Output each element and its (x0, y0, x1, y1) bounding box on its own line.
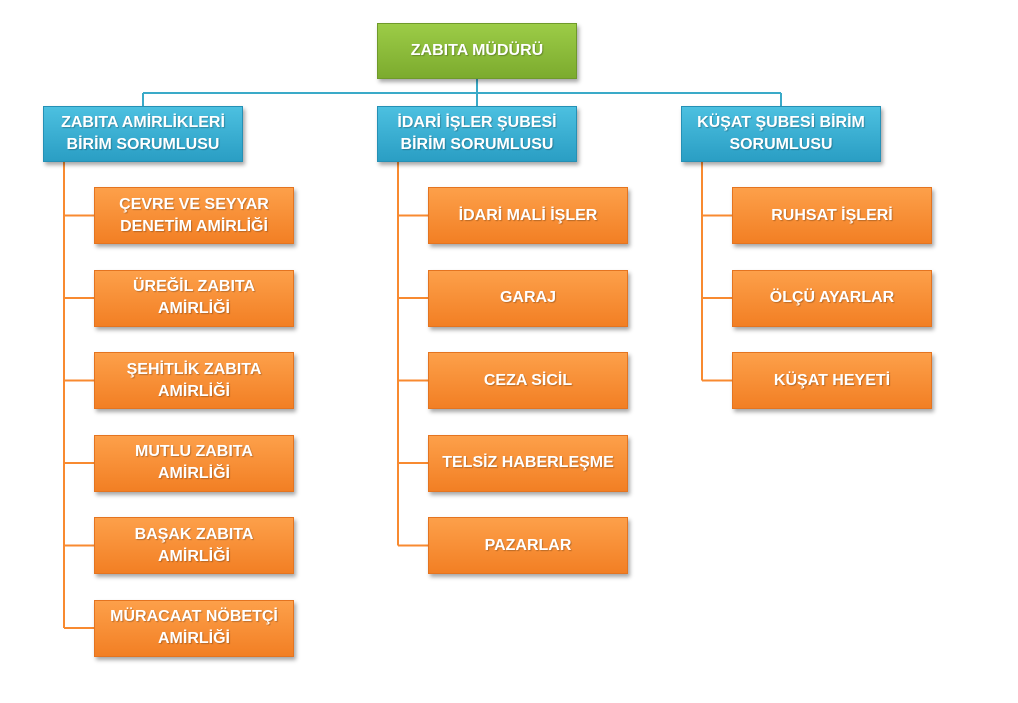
unit-box: GARAJ (428, 269, 628, 327)
department-head-2: İDARİ İŞLER ŞUBESİ BİRİM SORUMLUSU (377, 106, 577, 162)
department-head-1: ZABITA AMİRLİKLERİ BİRİM SORUMLUSU (43, 106, 243, 162)
unit-box: ÜREĞİL ZABITA AMİRLİĞİ (94, 269, 294, 327)
unit-box: KÜŞAT HEYETİ (732, 352, 932, 409)
unit-box: PAZARLAR (428, 517, 628, 574)
unit-box: RUHSAT İŞLERİ (732, 187, 932, 244)
root-node-zabita-muduru: ZABITA MÜDÜRÜ (377, 23, 577, 79)
department-head-3: KÜŞAT ŞUBESİ BİRİM SORUMLUSU (681, 106, 881, 162)
unit-box: ŞEHİTLİK ZABITA AMİRLİĞİ (94, 352, 294, 409)
unit-box: CEZA SİCİL (428, 352, 628, 409)
unit-box: MUTLU ZABITA AMİRLİĞİ (94, 434, 294, 492)
unit-box: BAŞAK ZABITA AMİRLİĞİ (94, 517, 294, 574)
unit-box: TELSİZ HABERLEŞME (428, 434, 628, 492)
unit-box: ÖLÇÜ AYARLAR (732, 269, 932, 327)
unit-box: ÇEVRE VE SEYYAR DENETİM AMİRLİĞİ (94, 187, 294, 244)
unit-box: İDARİ MALİ İŞLER (428, 187, 628, 244)
unit-box: MÜRACAAT NÖBETÇİ AMİRLİĞİ (94, 599, 294, 657)
